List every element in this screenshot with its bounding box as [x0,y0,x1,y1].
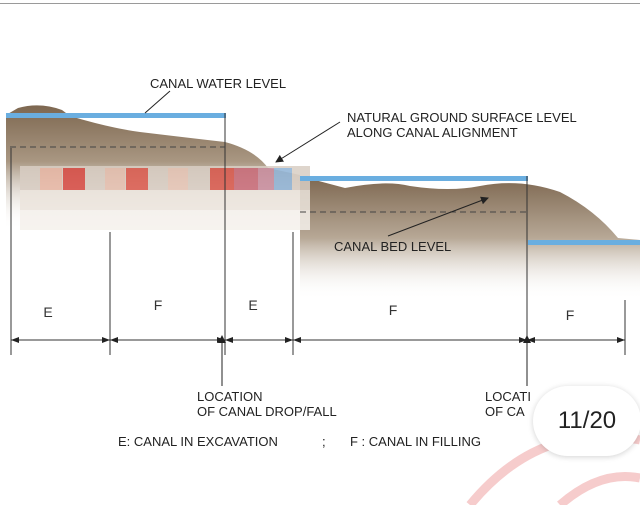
legend-filling: F : CANAL IN FILLING [350,434,481,449]
label-ground-surface-2: ALONG CANAL ALIGNMENT [347,125,518,140]
canal-water-lower [528,240,640,245]
segment-label-2: F [154,297,163,313]
ground-profile-right [300,176,640,300]
leader-ground-surface [275,121,341,163]
page-counter-badge: 11/20 [533,386,640,456]
segment-boundaries [10,148,626,355]
page-counter-text: 11/20 [557,407,617,434]
label-location-2b: OF CA [485,404,525,419]
segment-label-4: F [389,302,398,318]
label-canal-bed-level: CANAL BED LEVEL [334,239,451,254]
segment-label-1: E [43,304,52,320]
label-location-1a: LOCATION [197,389,263,404]
blurred-band [20,166,310,230]
leader-bed-level [387,196,489,237]
label-location-1b: OF CANAL DROP/FALL [197,404,337,419]
legend-excavation: E: CANAL IN EXCAVATION [118,434,278,449]
leader-water-level [144,90,171,114]
label-ground-surface-1: NATURAL GROUND SURFACE LEVEL [347,110,577,125]
label-location-2a: LOCATI [485,389,531,404]
segment-label-3: E [248,297,257,313]
canal-water-middle [300,176,528,181]
legend-separator: ; [322,434,326,449]
top-border-line [0,3,640,4]
canal-water-upper [6,113,226,118]
segment-label-5: F [566,307,575,323]
label-canal-water-level: CANAL WATER LEVEL [150,76,286,91]
